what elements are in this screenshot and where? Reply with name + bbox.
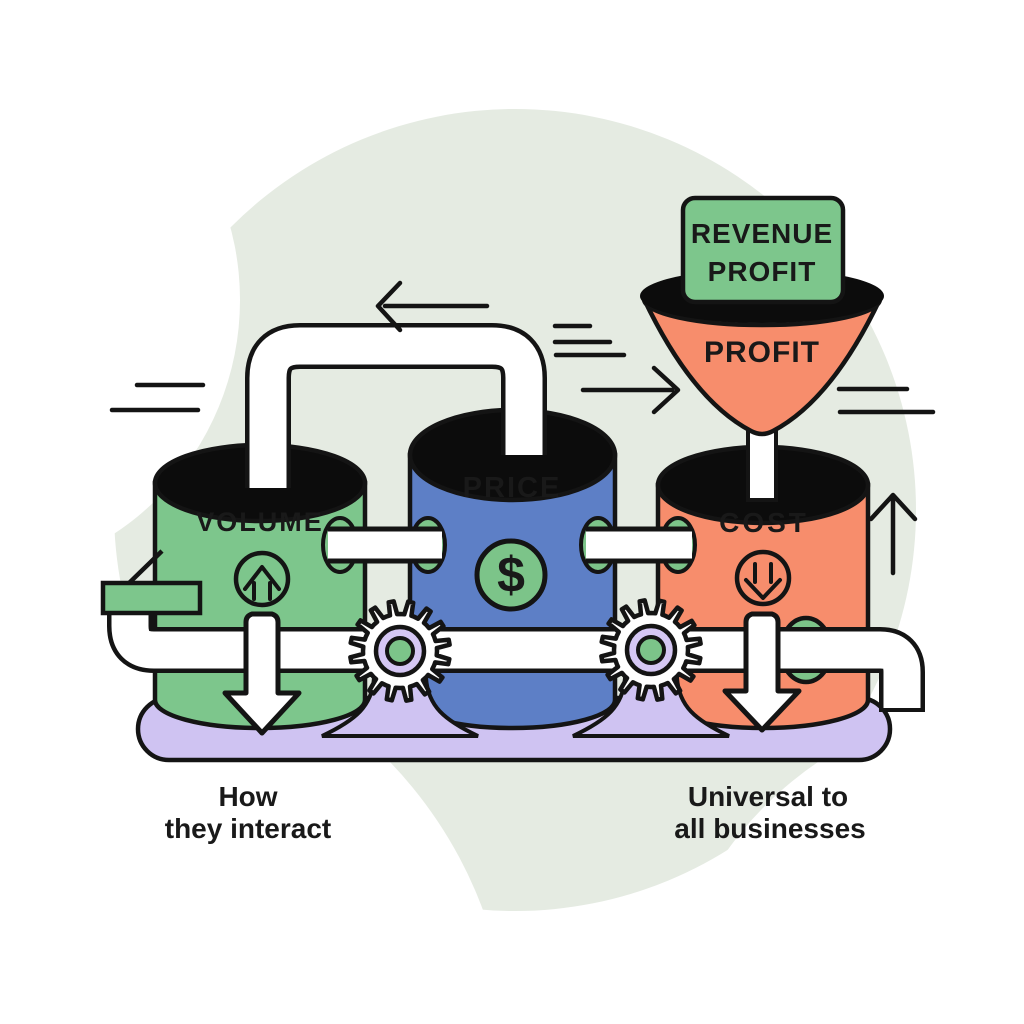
caption-right-line2: all businesses — [674, 813, 865, 844]
caption-left-line1: How — [218, 781, 277, 812]
price-label: PRICE — [463, 472, 562, 504]
gear-pedestal-right — [572, 676, 730, 738]
dollar-symbol: $ — [497, 547, 525, 603]
arrow-up-circle-icon — [233, 550, 291, 608]
background-swoosh-top-left — [0, 22, 240, 578]
arrow-down-circle-icon — [734, 549, 792, 607]
up-direction-arrow-icon — [868, 492, 918, 576]
profit-funnel: REVENUE PROFIT PROFIT — [640, 195, 884, 502]
background-swoosh-bottom-left — [0, 630, 509, 1024]
revenue-box — [680, 195, 846, 305]
left-green-bar — [100, 580, 203, 616]
revenue-box-line2: PROFIT — [708, 256, 817, 287]
caption-right: Universal to all businesses — [674, 781, 865, 844]
revenue-box-line1: REVENUE — [691, 218, 833, 249]
background-swoosh-bottom-right — [661, 700, 1024, 1024]
caption-left: How they interact — [165, 781, 332, 844]
right-direction-arrow-icon — [580, 365, 681, 415]
lower-pipe — [107, 608, 925, 712]
caption-right-line1: Universal to — [688, 781, 848, 812]
volume-label: VOLUME — [196, 507, 324, 537]
handle-diagonal-line — [124, 549, 164, 588]
cost-label: COST — [719, 507, 809, 538]
volume-down-arrow — [222, 611, 302, 736]
left-direction-arrow-icon — [375, 280, 490, 333]
gear-pedestal-left — [321, 676, 479, 738]
mid-pipe-price-cost — [579, 516, 697, 574]
funnel-cone-label: PROFIT — [704, 336, 820, 369]
cost-down-arrow — [722, 611, 802, 733]
dollar-circle-icon: $ — [474, 538, 548, 612]
mid-pipe-volume-price — [321, 516, 447, 574]
gear-right — [599, 598, 703, 702]
caption-left-line2: they interact — [165, 813, 332, 844]
top-u-pipe — [245, 323, 547, 488]
gear-left — [348, 599, 452, 703]
